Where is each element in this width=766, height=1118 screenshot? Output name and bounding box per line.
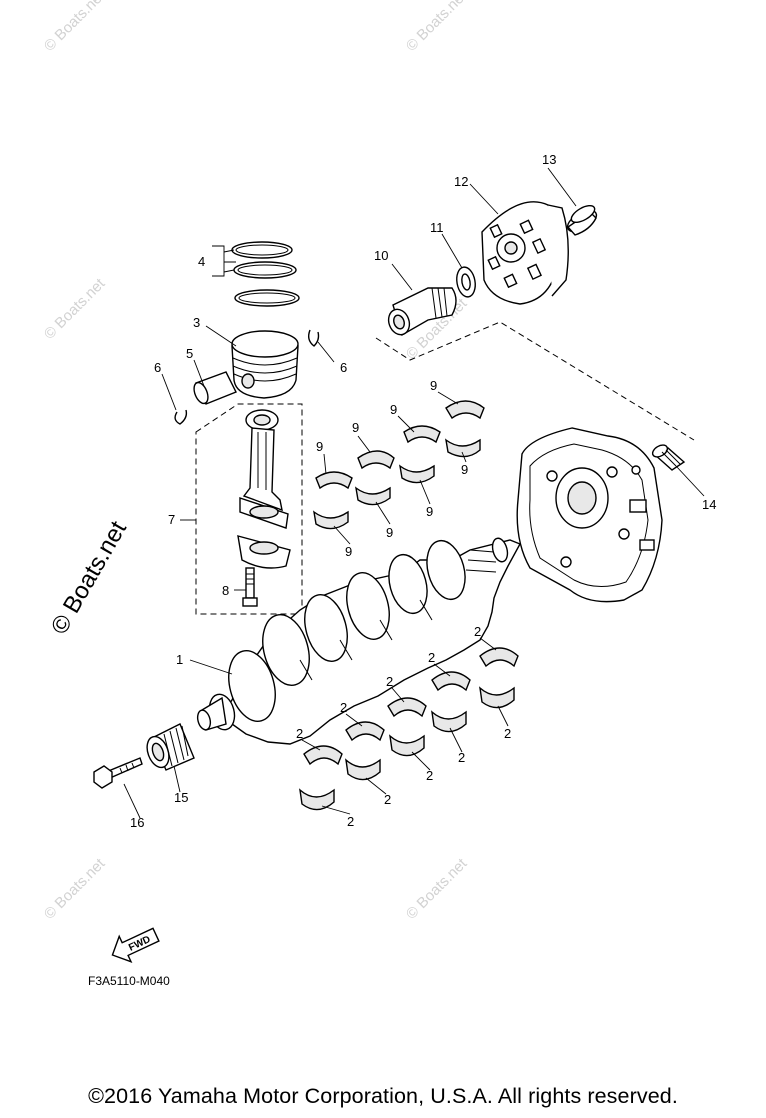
part-3-piston[interactable] (231, 330, 299, 399)
callout-3[interactable]: 3 (193, 315, 200, 330)
callout-9[interactable]: 9 (390, 402, 397, 417)
callout-2[interactable]: 2 (347, 814, 354, 829)
callout-5[interactable]: 5 (186, 346, 193, 361)
part-11-washer[interactable] (455, 266, 478, 299)
callout-6[interactable]: 6 (340, 360, 347, 375)
part-1-crankshaft[interactable] (196, 536, 521, 745)
part-15-bearing[interactable] (143, 723, 195, 771)
callout-10[interactable]: 10 (374, 248, 388, 263)
callout-9[interactable]: 9 (316, 439, 323, 454)
diagram-code: F3A5110-M040 (88, 974, 170, 988)
watermark-main: © Boats.net (46, 516, 132, 639)
callout-11[interactable]: 11 (430, 220, 444, 235)
part-6-clip-left[interactable] (174, 409, 188, 425)
callout-9[interactable]: 9 (430, 378, 437, 393)
part-16-bolt[interactable] (93, 757, 143, 789)
part-7-connecting-rod[interactable] (237, 409, 291, 569)
copyright-notice: ©2016 Yamaha Motor Corporation, U.S.A. A… (88, 1084, 678, 1108)
callout-7[interactable]: 7 (168, 512, 175, 527)
part-4-piston-rings[interactable] (231, 241, 300, 307)
callout-16[interactable]: 16 (130, 815, 144, 830)
callout-9[interactable]: 9 (352, 420, 359, 435)
leader-lines (123, 167, 705, 819)
callout-8[interactable]: 8 (222, 583, 229, 598)
watermark: © Boats.net (41, 855, 109, 923)
callout-1[interactable]: 1 (176, 652, 183, 667)
callout-9[interactable]: 9 (386, 525, 393, 540)
callout-2[interactable]: 2 (426, 768, 433, 783)
fwd-arrow-icon: FWD (111, 927, 160, 963)
part-9-bearing-shells[interactable] (313, 400, 485, 530)
part-7-group-box (195, 403, 303, 615)
alignment-line (375, 321, 695, 441)
part-14-damper[interactable] (651, 443, 686, 471)
watermark: © Boats.net (403, 855, 471, 923)
callout-9[interactable]: 9 (461, 462, 468, 477)
callout-2[interactable]: 2 (340, 700, 347, 715)
callout-2[interactable]: 2 (386, 674, 393, 689)
watermark: © Boats.net (41, 0, 109, 55)
callout-6[interactable]: 6 (154, 360, 161, 375)
callout-2[interactable]: 2 (474, 624, 481, 639)
callout-15[interactable]: 15 (174, 790, 188, 805)
callout-4[interactable]: 4 (198, 254, 205, 269)
callout-9[interactable]: 9 (426, 504, 433, 519)
watermark: © Boats.net (403, 0, 471, 55)
callout-13[interactable]: 13 (542, 152, 556, 167)
callout-2[interactable]: 2 (428, 650, 435, 665)
part-10-coupler[interactable] (385, 287, 457, 338)
part-5-piston-pin[interactable] (191, 371, 237, 405)
callout-2[interactable]: 2 (504, 726, 511, 741)
fwd-label: FWD (127, 934, 152, 954)
part-13-plug[interactable] (564, 202, 600, 236)
watermark: © Boats.net (41, 275, 109, 343)
part-2-bearing-shells[interactable] (299, 647, 519, 811)
callout-2[interactable]: 2 (384, 792, 391, 807)
callout-2[interactable]: 2 (296, 726, 303, 741)
callout-12[interactable]: 12 (454, 174, 468, 189)
callout-2[interactable]: 2 (458, 750, 465, 765)
part-8-bolt[interactable] (242, 567, 258, 607)
callout-9[interactable]: 9 (345, 544, 352, 559)
crankcase-cover[interactable] (516, 427, 663, 603)
callout-14[interactable]: 14 (702, 497, 716, 512)
part-12-coupling-plate[interactable] (481, 201, 569, 305)
part-6-clip-right[interactable] (307, 329, 320, 347)
callout-labels: 13 12 11 10 4 3 5 6 6 9 9 9 9 9 9 9 9 7 … (130, 152, 716, 830)
